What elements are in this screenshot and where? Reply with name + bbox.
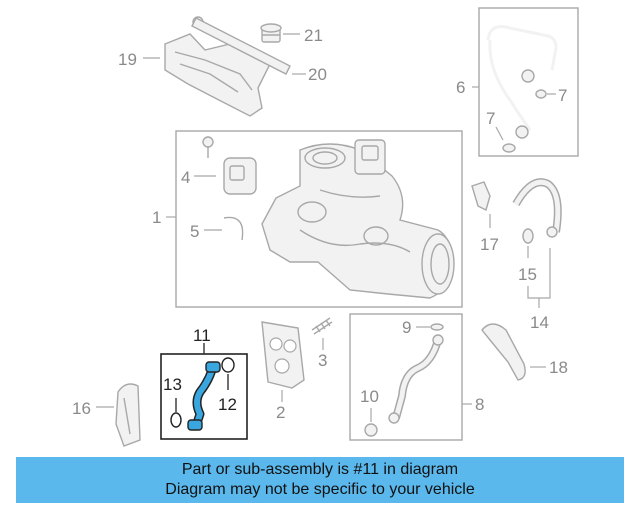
bracket-part-18[interactable] — [481, 323, 526, 381]
callout-11: 11 — [193, 326, 211, 345]
callout-20: 20 — [308, 65, 327, 84]
callout-17: 17 — [480, 235, 499, 254]
callout-21: 21 — [304, 26, 323, 45]
o-ring-7b[interactable] — [502, 143, 516, 153]
banner-line-1: Part or sub-assembly is #11 in diagram — [181, 461, 459, 478]
coolant-tube-part[interactable] — [512, 178, 562, 238]
o-ring-7a[interactable] — [535, 89, 547, 99]
callout-18: 18 — [549, 358, 568, 377]
callout-6: 6 — [456, 78, 465, 97]
callout-10: 10 — [360, 387, 379, 406]
callout-7a: 7 — [558, 86, 567, 105]
callout-16: 16 — [72, 399, 91, 418]
o-ring-12[interactable] — [221, 357, 235, 373]
oil-line-part[interactable] — [486, 25, 558, 139]
o-ring-10[interactable] — [364, 423, 378, 437]
callout-8: 8 — [475, 395, 484, 414]
plug-part[interactable] — [260, 23, 282, 43]
banner-line-2: Diagram may not be specific to your vehi… — [165, 481, 475, 498]
gasket-part[interactable] — [261, 321, 305, 389]
heat-shield-part-16[interactable] — [115, 383, 141, 447]
callout-1: 1 — [152, 208, 161, 227]
group-box-1 — [175, 130, 463, 308]
bracket-part-17[interactable] — [471, 181, 491, 212]
callout-19: 19 — [118, 50, 137, 69]
group-box-6 — [478, 7, 579, 157]
callout-5: 5 — [190, 222, 199, 241]
info-banner: Part or sub-assembly is #11 in diagram D… — [16, 457, 624, 503]
return-line-part[interactable] — [388, 334, 444, 424]
callout-14: 14 — [530, 313, 549, 332]
callout-13: 13 — [163, 375, 182, 394]
callout-9: 9 — [402, 318, 411, 337]
o-ring-9[interactable] — [430, 323, 444, 331]
actuator-part[interactable] — [202, 136, 257, 195]
stud-part[interactable] — [311, 317, 333, 335]
turbocharger-part[interactable] — [261, 139, 455, 299]
group-box-8 — [349, 313, 463, 441]
parts-diagram: 19 20 21 6 7 7 1 — [72, 7, 579, 447]
callout-15: 15 — [518, 265, 537, 284]
callout-4: 4 — [181, 168, 190, 187]
o-ring-15[interactable] — [522, 228, 534, 244]
o-ring-13[interactable] — [170, 412, 182, 428]
leader-14 — [527, 248, 551, 308]
callout-12: 12 — [218, 395, 237, 414]
clip-part[interactable] — [223, 216, 244, 241]
oil-feed-line-highlighted[interactable] — [187, 361, 221, 431]
callout-7b: 7 — [486, 109, 495, 128]
callout-2: 2 — [276, 403, 285, 422]
leader-7b — [495, 126, 504, 141]
callout-3: 3 — [318, 351, 327, 370]
heat-shield-part[interactable] — [164, 16, 291, 117]
